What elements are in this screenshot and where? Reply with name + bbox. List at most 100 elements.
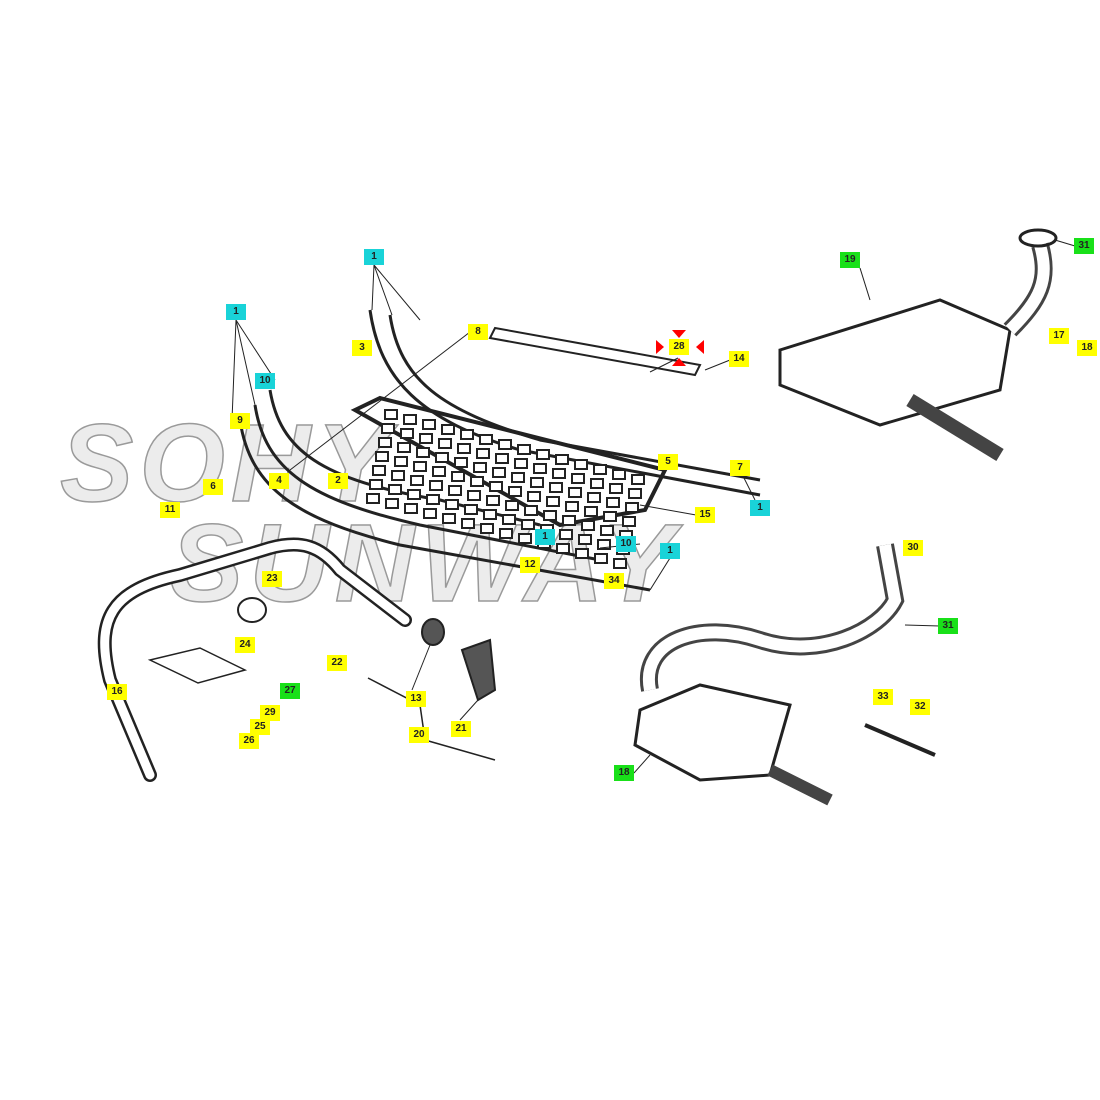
callout-25: 25	[250, 719, 270, 735]
grille-cell	[625, 502, 639, 513]
callout-23: 23	[262, 571, 282, 587]
callout-3: 3	[352, 340, 372, 356]
grille-cell	[581, 520, 595, 531]
grille-cell	[556, 543, 570, 554]
grille-cell	[565, 501, 579, 512]
grille-cell	[467, 490, 481, 501]
grille-cell	[495, 453, 509, 464]
grille-cell	[476, 448, 490, 459]
grille-cell	[407, 489, 421, 500]
callout-24: 24	[235, 637, 255, 653]
callout-14: 14	[729, 351, 749, 367]
grille-cell	[419, 433, 433, 444]
grille-cell	[609, 483, 623, 494]
grille-cell	[486, 495, 500, 506]
callout-27: 27	[280, 683, 300, 699]
grille-cell	[366, 493, 380, 504]
grille-cell	[413, 461, 427, 472]
callout-15: 15	[695, 507, 715, 523]
callout-1: 1	[364, 249, 384, 265]
grille-cell	[511, 472, 525, 483]
grille-cell	[448, 485, 462, 496]
grille-cell	[505, 500, 519, 511]
callout-31: 31	[938, 618, 958, 634]
grille-cell	[464, 504, 478, 515]
grille-cell	[613, 558, 627, 569]
leader-lines	[231, 239, 1076, 774]
callout-13: 13	[406, 691, 426, 707]
bumper-tube	[97, 537, 412, 782]
grille	[350, 395, 668, 569]
grille-cell	[423, 508, 437, 519]
grille-cell	[416, 447, 430, 458]
grille-cell	[622, 516, 636, 527]
grille-cell	[502, 514, 516, 525]
grille-cell	[378, 437, 392, 448]
grille-cell	[594, 553, 608, 564]
callout-29: 29	[260, 705, 280, 721]
callout-10: 10	[255, 373, 275, 389]
grille-cell	[454, 457, 468, 468]
grille-cell	[451, 471, 465, 482]
grille-cell	[381, 423, 395, 434]
callout-10: 10	[616, 536, 636, 552]
grille-cell	[473, 462, 487, 473]
callout-1: 1	[535, 529, 555, 545]
grille-cell	[514, 458, 528, 469]
grille-cell	[410, 475, 424, 486]
callout-20: 20	[409, 727, 429, 743]
grille-cell	[499, 528, 513, 539]
grille-cell	[559, 529, 573, 540]
grille-cell	[530, 477, 544, 488]
grille-cell	[432, 466, 446, 477]
grille-cell	[597, 539, 611, 550]
rod	[367, 677, 496, 761]
grille-cell	[612, 469, 626, 480]
grille-cell	[480, 523, 494, 534]
grille-cell	[483, 509, 497, 520]
callout-8: 8	[468, 324, 488, 340]
grille-cell	[385, 498, 399, 509]
grille-cell	[631, 474, 645, 485]
grille-cell	[562, 515, 576, 526]
callout-30: 30	[903, 540, 923, 556]
grille-cell	[575, 548, 589, 559]
grille-cell	[533, 463, 547, 474]
grille-cell	[445, 499, 459, 510]
callout-1: 1	[226, 304, 246, 320]
callout-28-selected[interactable]: 28	[669, 339, 689, 355]
grille-cell	[527, 491, 541, 502]
callout-17: 17	[1049, 328, 1069, 344]
callout-21: 21	[451, 721, 471, 737]
callout-16: 16	[107, 684, 127, 700]
callout-1: 1	[660, 543, 680, 559]
callout-2: 2	[328, 473, 348, 489]
callout-19: 19	[840, 252, 860, 268]
grille-cell	[442, 513, 456, 524]
grille-cell	[426, 494, 440, 505]
callout-26: 26	[239, 733, 259, 749]
grille-cell	[438, 438, 452, 449]
grille-cell	[593, 464, 607, 475]
grille-cell	[422, 419, 436, 430]
callout-11: 11	[160, 502, 180, 518]
grille-cell	[546, 496, 560, 507]
callout-6: 6	[203, 479, 223, 495]
grille-cell	[508, 486, 522, 497]
rubber-cap	[421, 618, 445, 646]
grille-cell	[555, 454, 569, 465]
callout-12: 12	[520, 557, 540, 573]
watermark: SOHY	[59, 401, 396, 526]
grille-cell	[628, 488, 642, 499]
spring	[237, 597, 267, 623]
bracket	[147, 647, 248, 684]
grille-cell	[375, 451, 389, 462]
callout-22: 22	[327, 655, 347, 671]
grille-cell	[429, 480, 443, 491]
grille-cell	[372, 465, 386, 476]
grille-cell	[590, 478, 604, 489]
grille-cell	[518, 533, 532, 544]
grille-cell	[391, 470, 405, 481]
